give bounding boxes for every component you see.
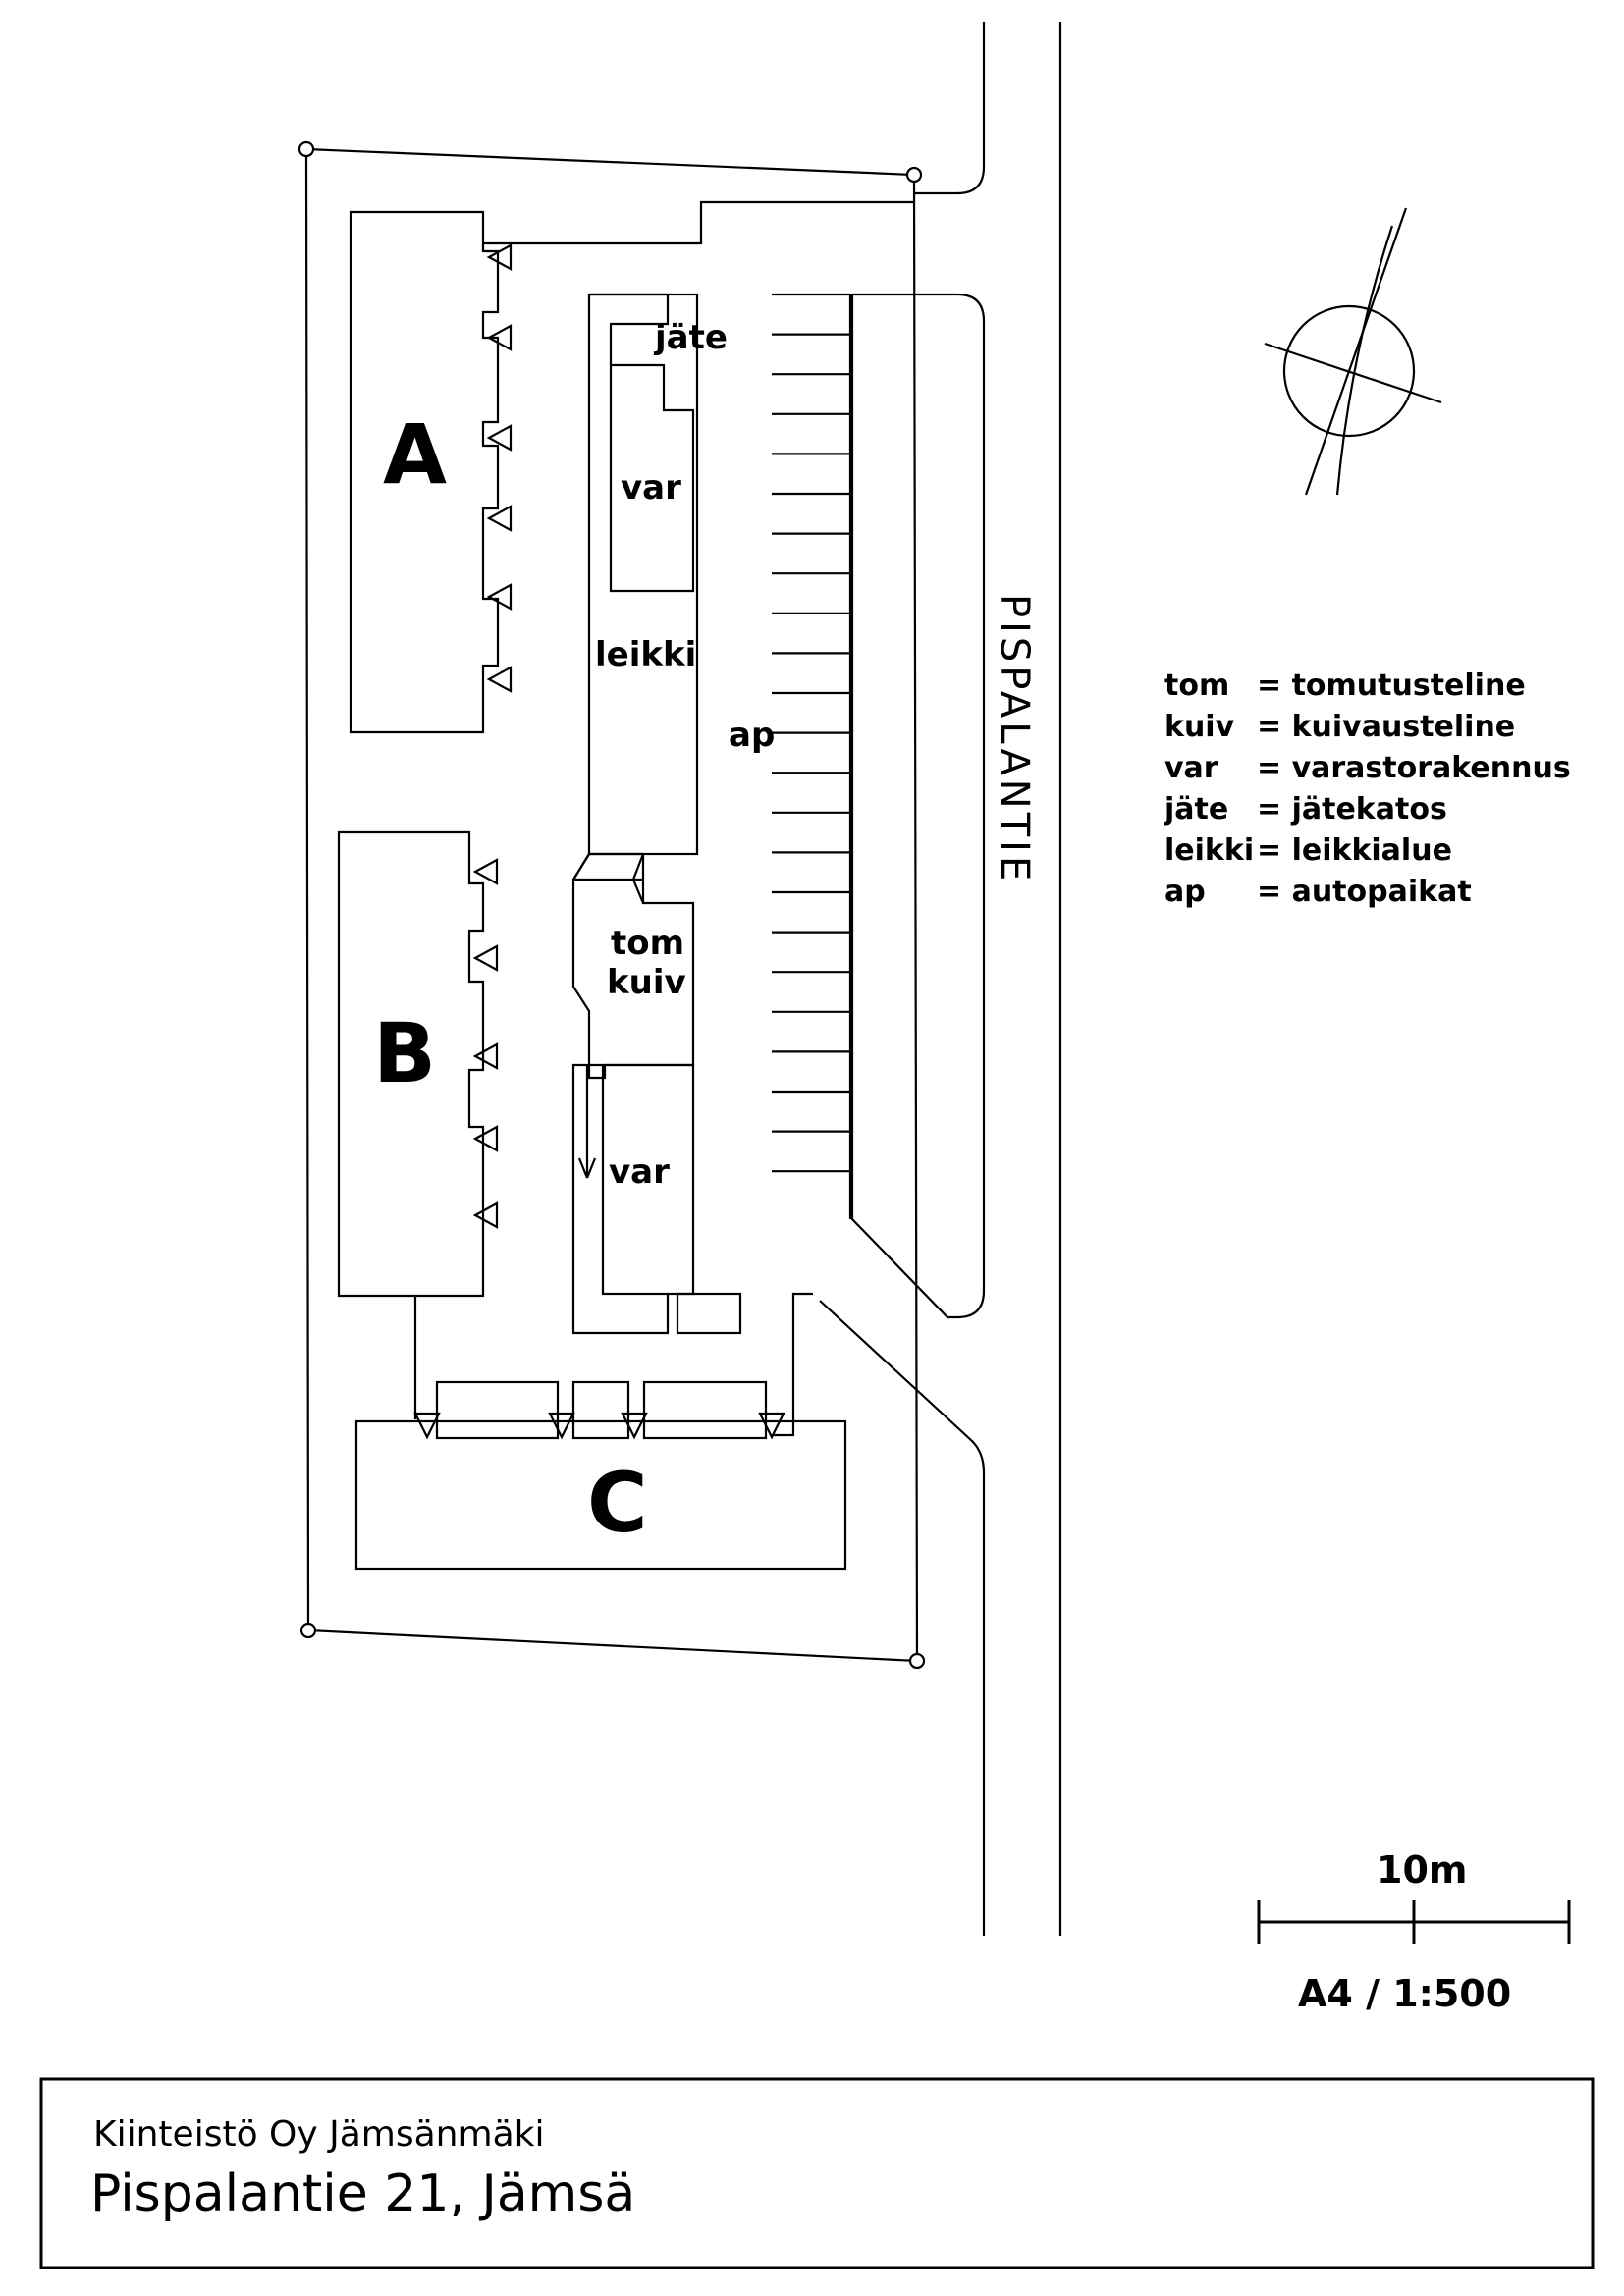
boundary-pin-se bbox=[908, 1652, 926, 1670]
legend-abbr: tom bbox=[1164, 668, 1229, 703]
property-boundary bbox=[298, 140, 926, 1670]
entrance-markers bbox=[413, 243, 785, 1440]
walkway-to-c bbox=[413, 1296, 768, 1440]
entrance-marker bbox=[472, 1201, 499, 1229]
legend-abbr: jäte bbox=[1164, 792, 1228, 827]
entrance-marker bbox=[472, 1042, 499, 1070]
entrance-marker bbox=[472, 858, 499, 885]
jate-label: jäte bbox=[653, 318, 728, 357]
leikki-label: leikki bbox=[595, 635, 696, 674]
ap-label: ap bbox=[729, 716, 775, 755]
scale-bar: 10m A4 / 1:500 bbox=[1257, 1848, 1571, 2015]
legend-meaning: = autopaikat bbox=[1257, 875, 1472, 909]
entrance-marker bbox=[486, 243, 513, 271]
legend: tom = tomutusteline kuiv = kuivausteline var… bbox=[1164, 668, 1571, 909]
legend-abbr: kuiv bbox=[1164, 710, 1235, 744]
building-a: A bbox=[349, 210, 500, 734]
entrance-marker bbox=[413, 1412, 441, 1440]
entrance-marker bbox=[472, 1125, 499, 1152]
entrance-marker bbox=[758, 1412, 785, 1440]
building-c: C bbox=[354, 1419, 847, 1571]
legend-meaning: = varastorakennus bbox=[1257, 751, 1571, 785]
driveway bbox=[483, 200, 986, 1437]
var-top-label: var bbox=[621, 468, 681, 507]
entrance-marker bbox=[548, 1412, 575, 1440]
scale-length-label: 10m bbox=[1377, 1848, 1467, 1892]
entrance-marker bbox=[486, 583, 513, 611]
scale-ratio-label: A4 / 1:500 bbox=[1298, 1972, 1511, 2015]
title-block: Kiinteistö Oy Jämsänmäki Pispalantie 21,… bbox=[39, 2077, 1595, 2269]
legend-abbr: ap bbox=[1164, 875, 1206, 909]
entrance-marker bbox=[486, 666, 513, 693]
parking-stalls bbox=[772, 293, 852, 1219]
company-name: Kiinteistö Oy Jämsänmäki bbox=[93, 2114, 544, 2155]
road-name-label: PISPALANTIE bbox=[992, 594, 1037, 884]
tom-label: tom bbox=[611, 924, 684, 963]
entrance-marker bbox=[621, 1412, 648, 1440]
boundary-pin-ne bbox=[905, 166, 923, 184]
entrance-marker bbox=[486, 324, 513, 351]
boundary-pin-nw bbox=[298, 140, 315, 158]
legend-meaning: = kuivausteline bbox=[1257, 710, 1515, 744]
entrance-marker bbox=[486, 505, 513, 532]
legend-meaning: = tomutusteline bbox=[1257, 668, 1526, 703]
yard-structures: jäte var leikki ap tom kuiv var bbox=[571, 293, 775, 1335]
legend-meaning: = leikkialue bbox=[1257, 833, 1452, 868]
road-pispalantie: PISPALANTIE bbox=[819, 22, 1062, 1936]
var-bottom-label: var bbox=[609, 1152, 670, 1192]
entrance-marker bbox=[486, 424, 513, 452]
building-a-label: A bbox=[383, 406, 447, 503]
entrance-marker bbox=[472, 944, 499, 972]
legend-meaning: = jätekatos bbox=[1257, 792, 1447, 827]
boundary-pin-sw bbox=[299, 1622, 317, 1639]
building-b-label: B bbox=[373, 1005, 436, 1101]
building-b: B bbox=[337, 830, 485, 1298]
kuiv-label: kuiv bbox=[607, 963, 686, 1002]
property-address: Pispalantie 21, Jämsä bbox=[90, 2164, 635, 2223]
north-arrow bbox=[1264, 207, 1442, 496]
legend-abbr: var bbox=[1164, 751, 1218, 785]
legend-abbr: leikki bbox=[1164, 833, 1254, 868]
building-c-label: C bbox=[587, 1455, 648, 1551]
